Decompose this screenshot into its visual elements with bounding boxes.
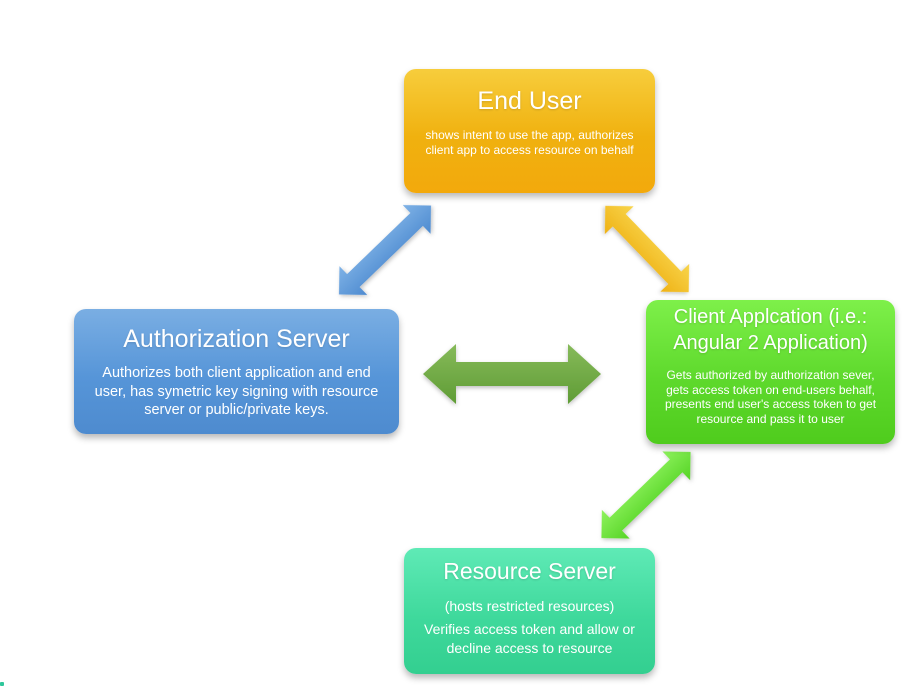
end-user-box: End User shows intent to use the app, au… (404, 69, 655, 193)
client-application-description: Gets authorized by authorization sever, … (664, 368, 877, 426)
corner-mark (0, 682, 4, 686)
client-application-box: Client Applcation (i.e.: Angular 2 Appli… (646, 300, 895, 444)
client-application-title: Client Applcation (i.e.: Angular 2 Appli… (673, 306, 868, 354)
resource-server-title: Resource Server (443, 558, 616, 584)
end-user-description: shows intent to use the app, authorizes … (425, 127, 634, 158)
resource-server-subtitle: (hosts restricted resources) (444, 598, 615, 615)
authorization-server-box: Authorization Server Authorizes both cli… (74, 309, 399, 434)
resource-server-description: Verifies access token and allow or decli… (424, 621, 635, 656)
authorization-server-description: Authorizes both client application and e… (94, 364, 379, 419)
client-resource-arrow (601, 451, 691, 539)
end-user-title: End User (477, 87, 582, 115)
resource-server-box: Resource Server (hosts restricted resour… (404, 548, 655, 674)
authorization-server-title: Authorization Server (123, 325, 350, 353)
auth-enduser-arrow (338, 205, 432, 295)
enduser-client-arrow (604, 205, 690, 293)
auth-client-arrow (423, 344, 601, 404)
